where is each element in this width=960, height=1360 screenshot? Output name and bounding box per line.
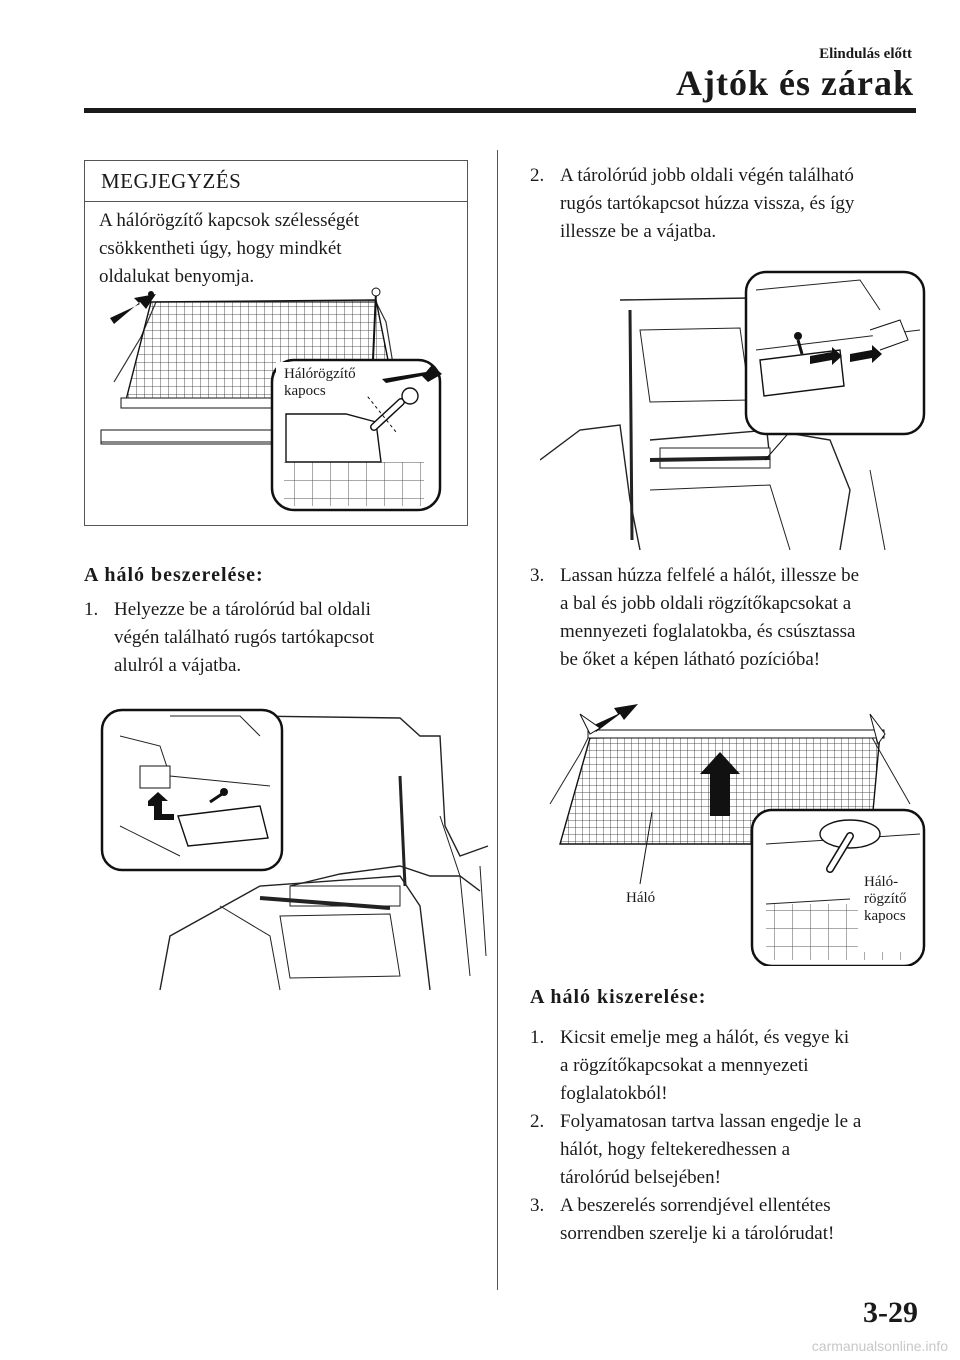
callout-net-clip-2: Háló- rögzítő kapocs [864,874,907,925]
callout-line: kapocs [284,383,326,399]
callout-line: Háló- [864,874,899,890]
step-line: Lassan húzza felfelé a hálót, illessze b… [560,565,860,586]
step-text: A tárolórúd jobb oldali végén található … [560,162,930,246]
step-line: alulról a vájatba. [114,655,242,676]
step-line: Folyamatosan tartva lassan engedje le a [560,1111,862,1132]
removal-step-3: 3. A beszerelés sorrendjével ellentétes … [530,1192,930,1252]
note-line: A hálórögzítő kapcsok szélességét [99,210,360,231]
step-text: Helyezze be a tárolórúd bal oldali végén… [114,596,484,680]
removal-step-1: 1. Kicsit emelje meg a hálót, és vegye k… [530,1024,930,1114]
removal-step-2: 2. Folyamatosan tartva lassan engedje le… [530,1108,930,1198]
left-clip-illustration [100,708,489,991]
step-line: hálót, hogy feltekeredhessen a [560,1139,791,1160]
step-number: 1. [530,1027,545,1048]
column-divider [497,150,498,1290]
page-title: Ajtók és zárak [676,63,914,103]
up-arrow-icon [700,752,740,816]
note-heading: MEGJEGYZÉS [101,169,242,193]
step-number: 2. [530,165,545,186]
step-line: A beszerelés sorrendjével ellentétes [560,1195,831,1216]
install-step-2: 2. A tárolórúd jobb oldali végén találha… [530,162,930,252]
page-number: 3-29 [863,1296,918,1329]
step-number: 3. [530,565,545,586]
arrow-icon [110,294,156,324]
step-number: 3. [530,1195,545,1216]
step-text: Lassan húzza felfelé a hálót, illessze b… [560,562,930,674]
net-clip-illustration [100,287,442,512]
step-line: illessze be a vájatba. [560,221,717,242]
install-step-1: 1. Helyezze be a tárolórúd bal oldali vé… [84,596,484,686]
callout-line: kapocs [864,908,906,924]
step-number: 1. [84,599,99,620]
step-line: a rögzítőkapcsokat a mennyezeti [560,1055,809,1076]
step-line: tárolórúd belsejében! [560,1167,721,1188]
step-line: a bal és jobb oldali rögzítőkapcsokat a [560,593,852,614]
arrow-icon [592,704,638,732]
step-text: A beszerelés sorrendjével ellentétes sor… [560,1192,930,1248]
note-line: csökkentheti úgy, hogy mindkét [99,238,342,259]
callout-net-clip: Hálórögzítő kapocs [284,366,356,400]
note-text: A hálórögzítő kapcsok szélességét csökke… [99,207,449,291]
net-raise-illustration [549,704,926,966]
note-box: MEGJEGYZÉS A hálórögzítő kapcsok széless… [84,160,468,526]
note-line: oldalukat benyomja. [99,266,255,287]
header-divider [84,108,916,113]
step-text: Folyamatosan tartva lassan engedje le a … [560,1108,930,1192]
step-line: Kicsit emelje meg a hálót, és vegye ki [560,1027,850,1048]
note-header: MEGJEGYZÉS [85,161,467,202]
step-line: A tárolórúd jobb oldali végén található [560,165,854,186]
step-number: 2. [530,1111,545,1132]
step-text: Kicsit emelje meg a hálót, és vegye ki a… [560,1024,930,1108]
callout-net: Háló [626,890,656,906]
install-step-3: 3. Lassan húzza felfelé a hálót, illessz… [530,562,930,680]
step-line: Helyezze be a tárolórúd bal oldali [114,599,371,620]
install-heading: A háló beszerelése: [84,564,264,586]
removal-heading: A háló kiszerelése: [530,986,707,1008]
step-line: foglalatokból! [560,1083,668,1104]
step-line: végén található rugós tartókapcsot [114,627,375,648]
callout-line: rögzítő [864,891,907,907]
section-title: Elindulás előtt [819,46,912,62]
step-line: mennyezeti foglalatokba, és csúsztassa [560,621,856,642]
callout-line: Hálórögzítő [284,366,356,382]
up-arrow-icon [148,792,174,820]
right-clip-illustration [540,270,926,551]
step-line: sorrendben szerelje ki a tárolórudat! [560,1223,835,1244]
step-line: be őket a képen látható pozícióba! [560,649,821,670]
step-line: rugós tartókapcsot húzza vissza, és így [560,193,855,214]
watermark: carmanualsonline.info [811,1338,948,1354]
